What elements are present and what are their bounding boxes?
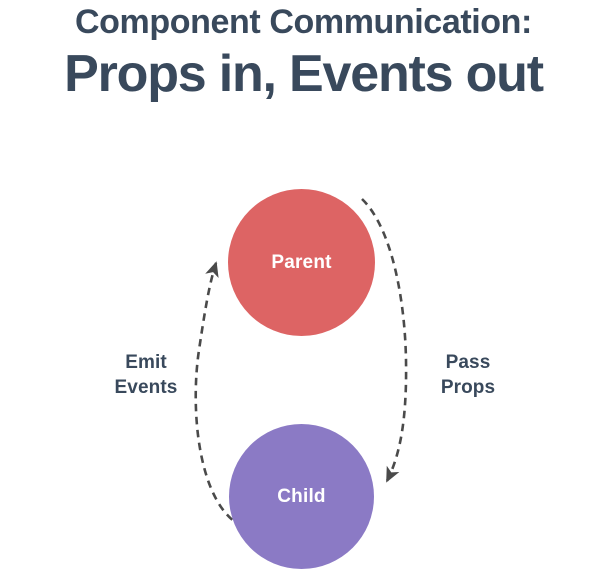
node-parent-label: Parent bbox=[271, 251, 332, 273]
edge-label-pass-props-line2: Props bbox=[440, 377, 496, 398]
node-child[interactable]: Child bbox=[229, 424, 374, 569]
node-child-label: Child bbox=[277, 485, 326, 507]
edge-label-emit-events-line1: Emit bbox=[125, 352, 167, 373]
edge-label-emit-events-line2: Events bbox=[114, 377, 178, 398]
edge-label-pass-props-line1: Pass bbox=[445, 352, 491, 373]
node-parent[interactable]: Parent bbox=[228, 189, 375, 336]
title-line-secondary: Props in, Events out bbox=[64, 45, 544, 103]
edge-label-pass-props: Pass Props bbox=[412, 350, 524, 400]
title-block: Component Communication: Props in, Event… bbox=[0, 0, 607, 104]
title-line-primary: Component Communication: bbox=[75, 3, 532, 41]
edge-label-emit-events: Emit Events bbox=[90, 350, 202, 400]
